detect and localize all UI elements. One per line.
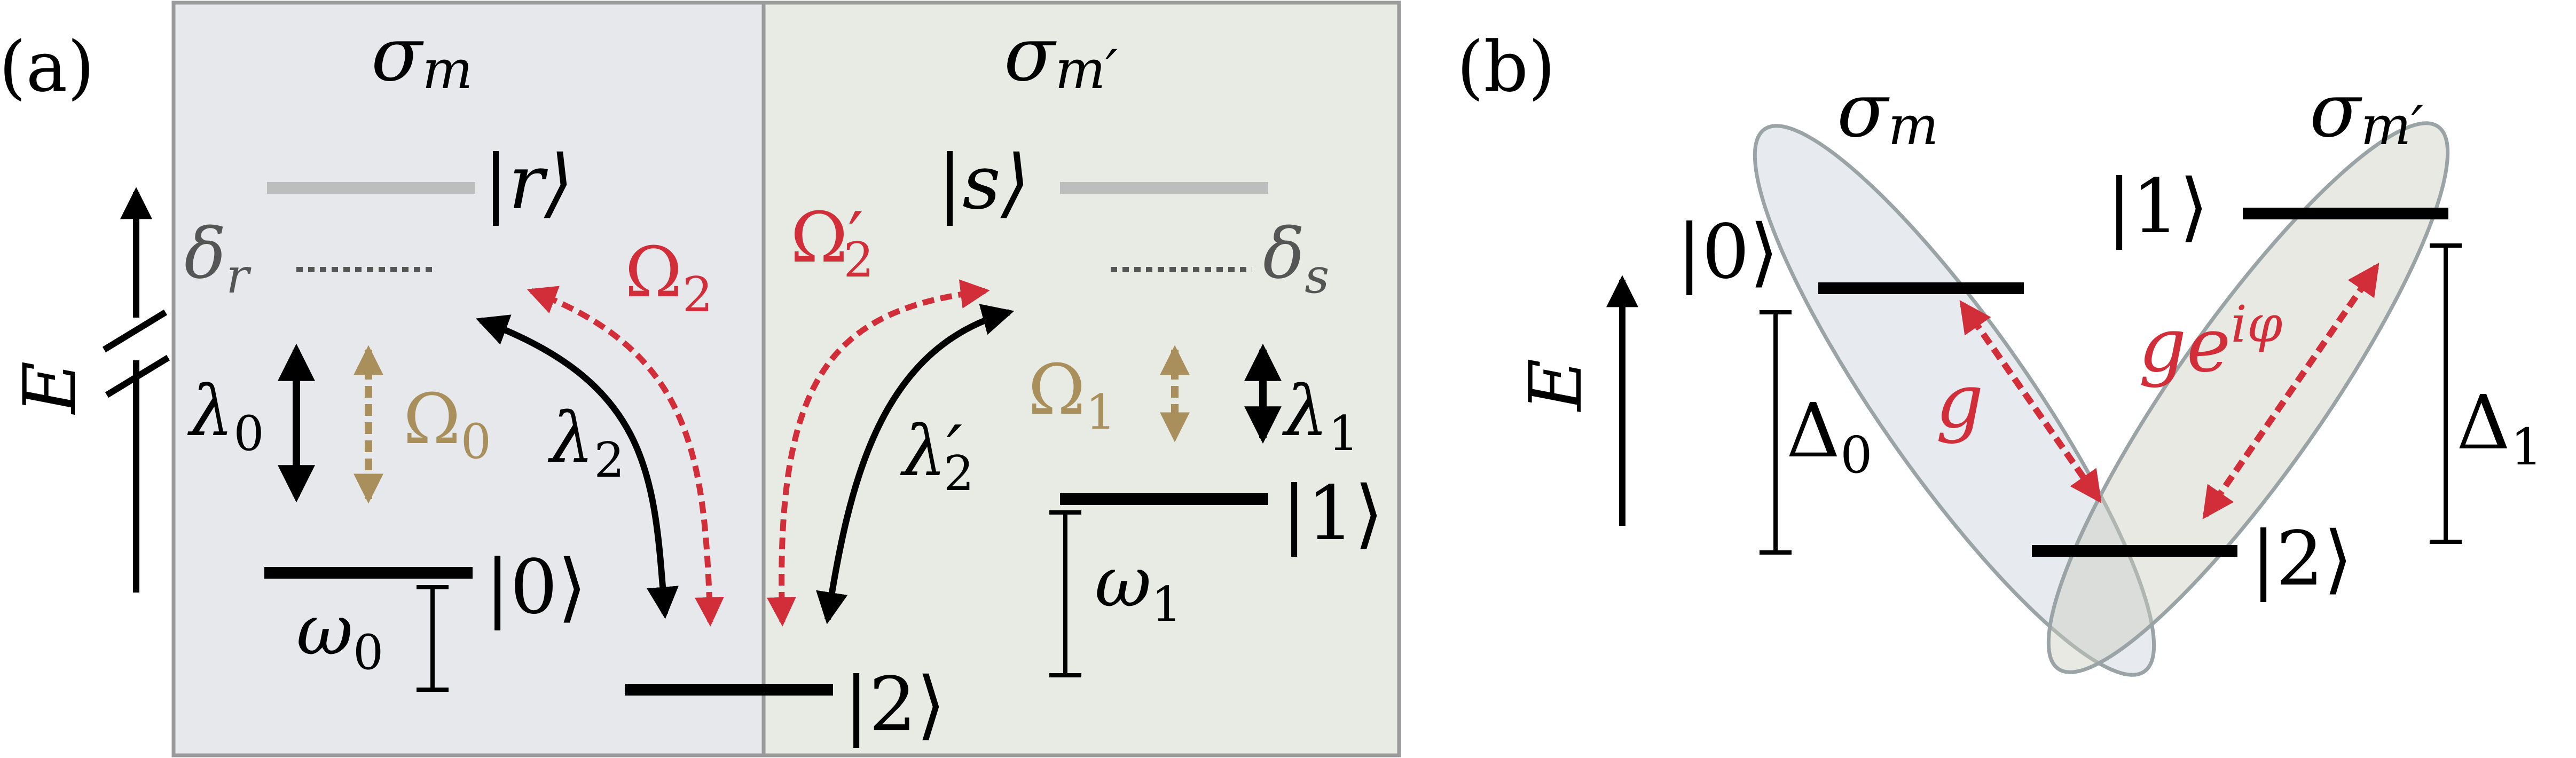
panel-b-label: (b)	[1457, 26, 1556, 107]
sigma-m-label-b: σm	[1837, 67, 1938, 157]
delta-r-label: δr	[184, 213, 252, 304]
g-phase-label: geiφ	[2139, 295, 2283, 389]
ket-s: |s⟩	[937, 139, 1030, 226]
omega-1-freq-label: ω1	[1095, 541, 1182, 633]
omega-0-freq-label: ω0	[296, 589, 383, 681]
panel-a: (a) E σm σm′ |r⟩ |s⟩ |0⟩ |1⟩ |2⟩ δr δs	[0, 1, 1401, 757]
omega-2-prime-label: Ω′2	[790, 197, 874, 288]
ket-0-b: |0⟩	[1677, 209, 1779, 296]
delta-0-bracket	[1760, 310, 1792, 555]
sigma-m-label: σm	[371, 11, 473, 101]
ket-1: |1⟩	[1282, 470, 1384, 557]
omega-2-arrow	[527, 286, 724, 627]
delta-s-label: δs	[1263, 213, 1329, 304]
panel-a-label: (a)	[0, 26, 95, 107]
sigma-m-prime-ellipse	[2046, 121, 2450, 674]
omega-1-label: Ω1	[1028, 349, 1116, 440]
lambda-2-prime-label: λ′2	[900, 410, 974, 502]
delta-1-label: Δ1	[2456, 380, 2543, 477]
ket-0: |0⟩	[485, 544, 587, 631]
omega-0-bracket	[417, 585, 449, 692]
g-phase-coupling-arrow	[2202, 263, 2379, 519]
sigma-m-region	[171, 1, 766, 757]
energy-axis: E	[8, 187, 170, 593]
ket-2: |2⟩	[844, 661, 946, 748]
lambda-0-label: λ0	[187, 370, 264, 462]
g-label: g	[1936, 358, 1984, 445]
g-coupling-arrow	[1959, 300, 2102, 503]
lambda-1-label: λ1	[1282, 370, 1359, 462]
sigma-m-prime-label-b: σm′	[2310, 67, 2423, 157]
energy-axis-label: E	[8, 361, 92, 415]
delta-0-label: Δ0	[1786, 388, 1873, 485]
energy-axis-b-label: E	[1514, 358, 1598, 413]
delta-1-bracket	[2430, 243, 2462, 544]
omega-2-label: Ω2	[625, 232, 713, 323]
ket-r: |r⟩	[483, 139, 574, 226]
panel-b: (b) E σm σm′ |0⟩ |1⟩ |2⟩ Δ0 Δ1	[1457, 26, 2543, 677]
ket-2-b: |2⟩	[2251, 516, 2353, 603]
ket-1-b: |1⟩	[2107, 163, 2209, 250]
omega-1-bracket	[1049, 510, 1081, 677]
lambda-2-prime-arrow	[816, 304, 1015, 625]
sigma-m-prime-label: σm′	[1004, 11, 1118, 101]
